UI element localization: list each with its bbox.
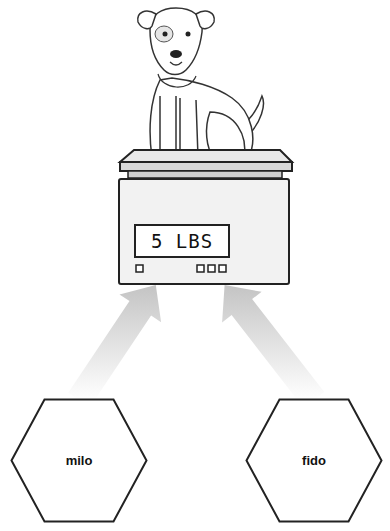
- scale-plate-front: [120, 162, 292, 171]
- dog-ear: [196, 11, 214, 28]
- reference-hexagon: fido: [245, 398, 383, 523]
- dog-ear: [138, 11, 156, 28]
- weight-reading: 5 LBS: [151, 230, 213, 252]
- dog-mouth: [170, 62, 182, 65]
- scale-display: 5 LBS: [134, 224, 230, 258]
- arrow-shape: [68, 285, 161, 407]
- dog-front-leg: [160, 96, 176, 159]
- scale-neck: [128, 171, 282, 178]
- dog-eye: [186, 32, 191, 37]
- scale-plate-top: [120, 150, 292, 162]
- variable-name: fido: [302, 453, 326, 468]
- hexagon-label-box: fido: [245, 398, 383, 523]
- hexagon-shape: [12, 400, 147, 522]
- reference-arrow: [222, 285, 324, 408]
- dog-chest: [158, 74, 196, 87]
- dog-body: [150, 78, 253, 158]
- dog-eye-patch: [155, 26, 173, 42]
- dog-eye: [163, 32, 168, 37]
- variable-name: milo: [66, 453, 93, 468]
- dog-head: [150, 8, 202, 75]
- arrow-shape: [222, 285, 324, 408]
- dog-nose: [170, 50, 182, 58]
- reference-arrow: [68, 285, 161, 407]
- dog-front-leg: [180, 98, 198, 158]
- scale-body: 5 LBS: [118, 178, 290, 285]
- dog-tail: [238, 96, 263, 138]
- reference-hexagon: milo: [10, 398, 148, 523]
- hexagon-shape: [247, 400, 382, 522]
- hexagon-label-box: milo: [10, 398, 148, 523]
- dog-hind-leg: [207, 112, 245, 158]
